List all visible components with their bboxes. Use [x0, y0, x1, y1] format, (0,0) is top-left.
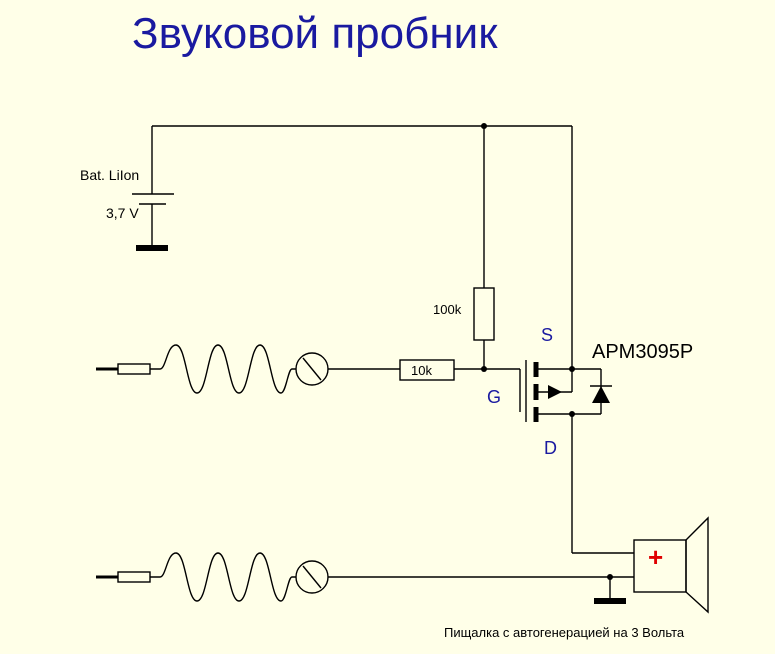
buzzer-plus-sign: +: [648, 542, 663, 572]
resistor-10k-label: 10k: [411, 363, 432, 378]
mosfet-gate-label: G: [487, 387, 501, 407]
battery-name-label: Bat. LiIon: [80, 167, 139, 183]
diagram-caption: Пищалка с автогенерацией на 3 Вольта: [444, 625, 685, 640]
supply-rail: [151, 123, 572, 194]
buzzer-symbol: [572, 516, 709, 614]
junction-dot: [481, 366, 487, 372]
resistor-100k: [473, 126, 495, 369]
ground-symbol: [136, 245, 168, 251]
mosfet-source-label: S: [541, 325, 553, 345]
mosfet-drain-label: D: [544, 438, 557, 458]
probe-bottom: [96, 552, 626, 604]
resistor-10k: [399, 359, 521, 412]
mosfet-symbol: [525, 126, 612, 553]
ground-symbol: [594, 598, 626, 604]
mosfet-part-label: APM3095P: [592, 341, 693, 363]
battery-symbol: [132, 193, 174, 251]
diagram-title: Звуковой пробник: [132, 9, 498, 58]
battery-voltage-label: 3,7 V: [106, 205, 139, 221]
resistor-100k-label: 100k: [433, 302, 462, 317]
probe-top: [96, 344, 400, 394]
